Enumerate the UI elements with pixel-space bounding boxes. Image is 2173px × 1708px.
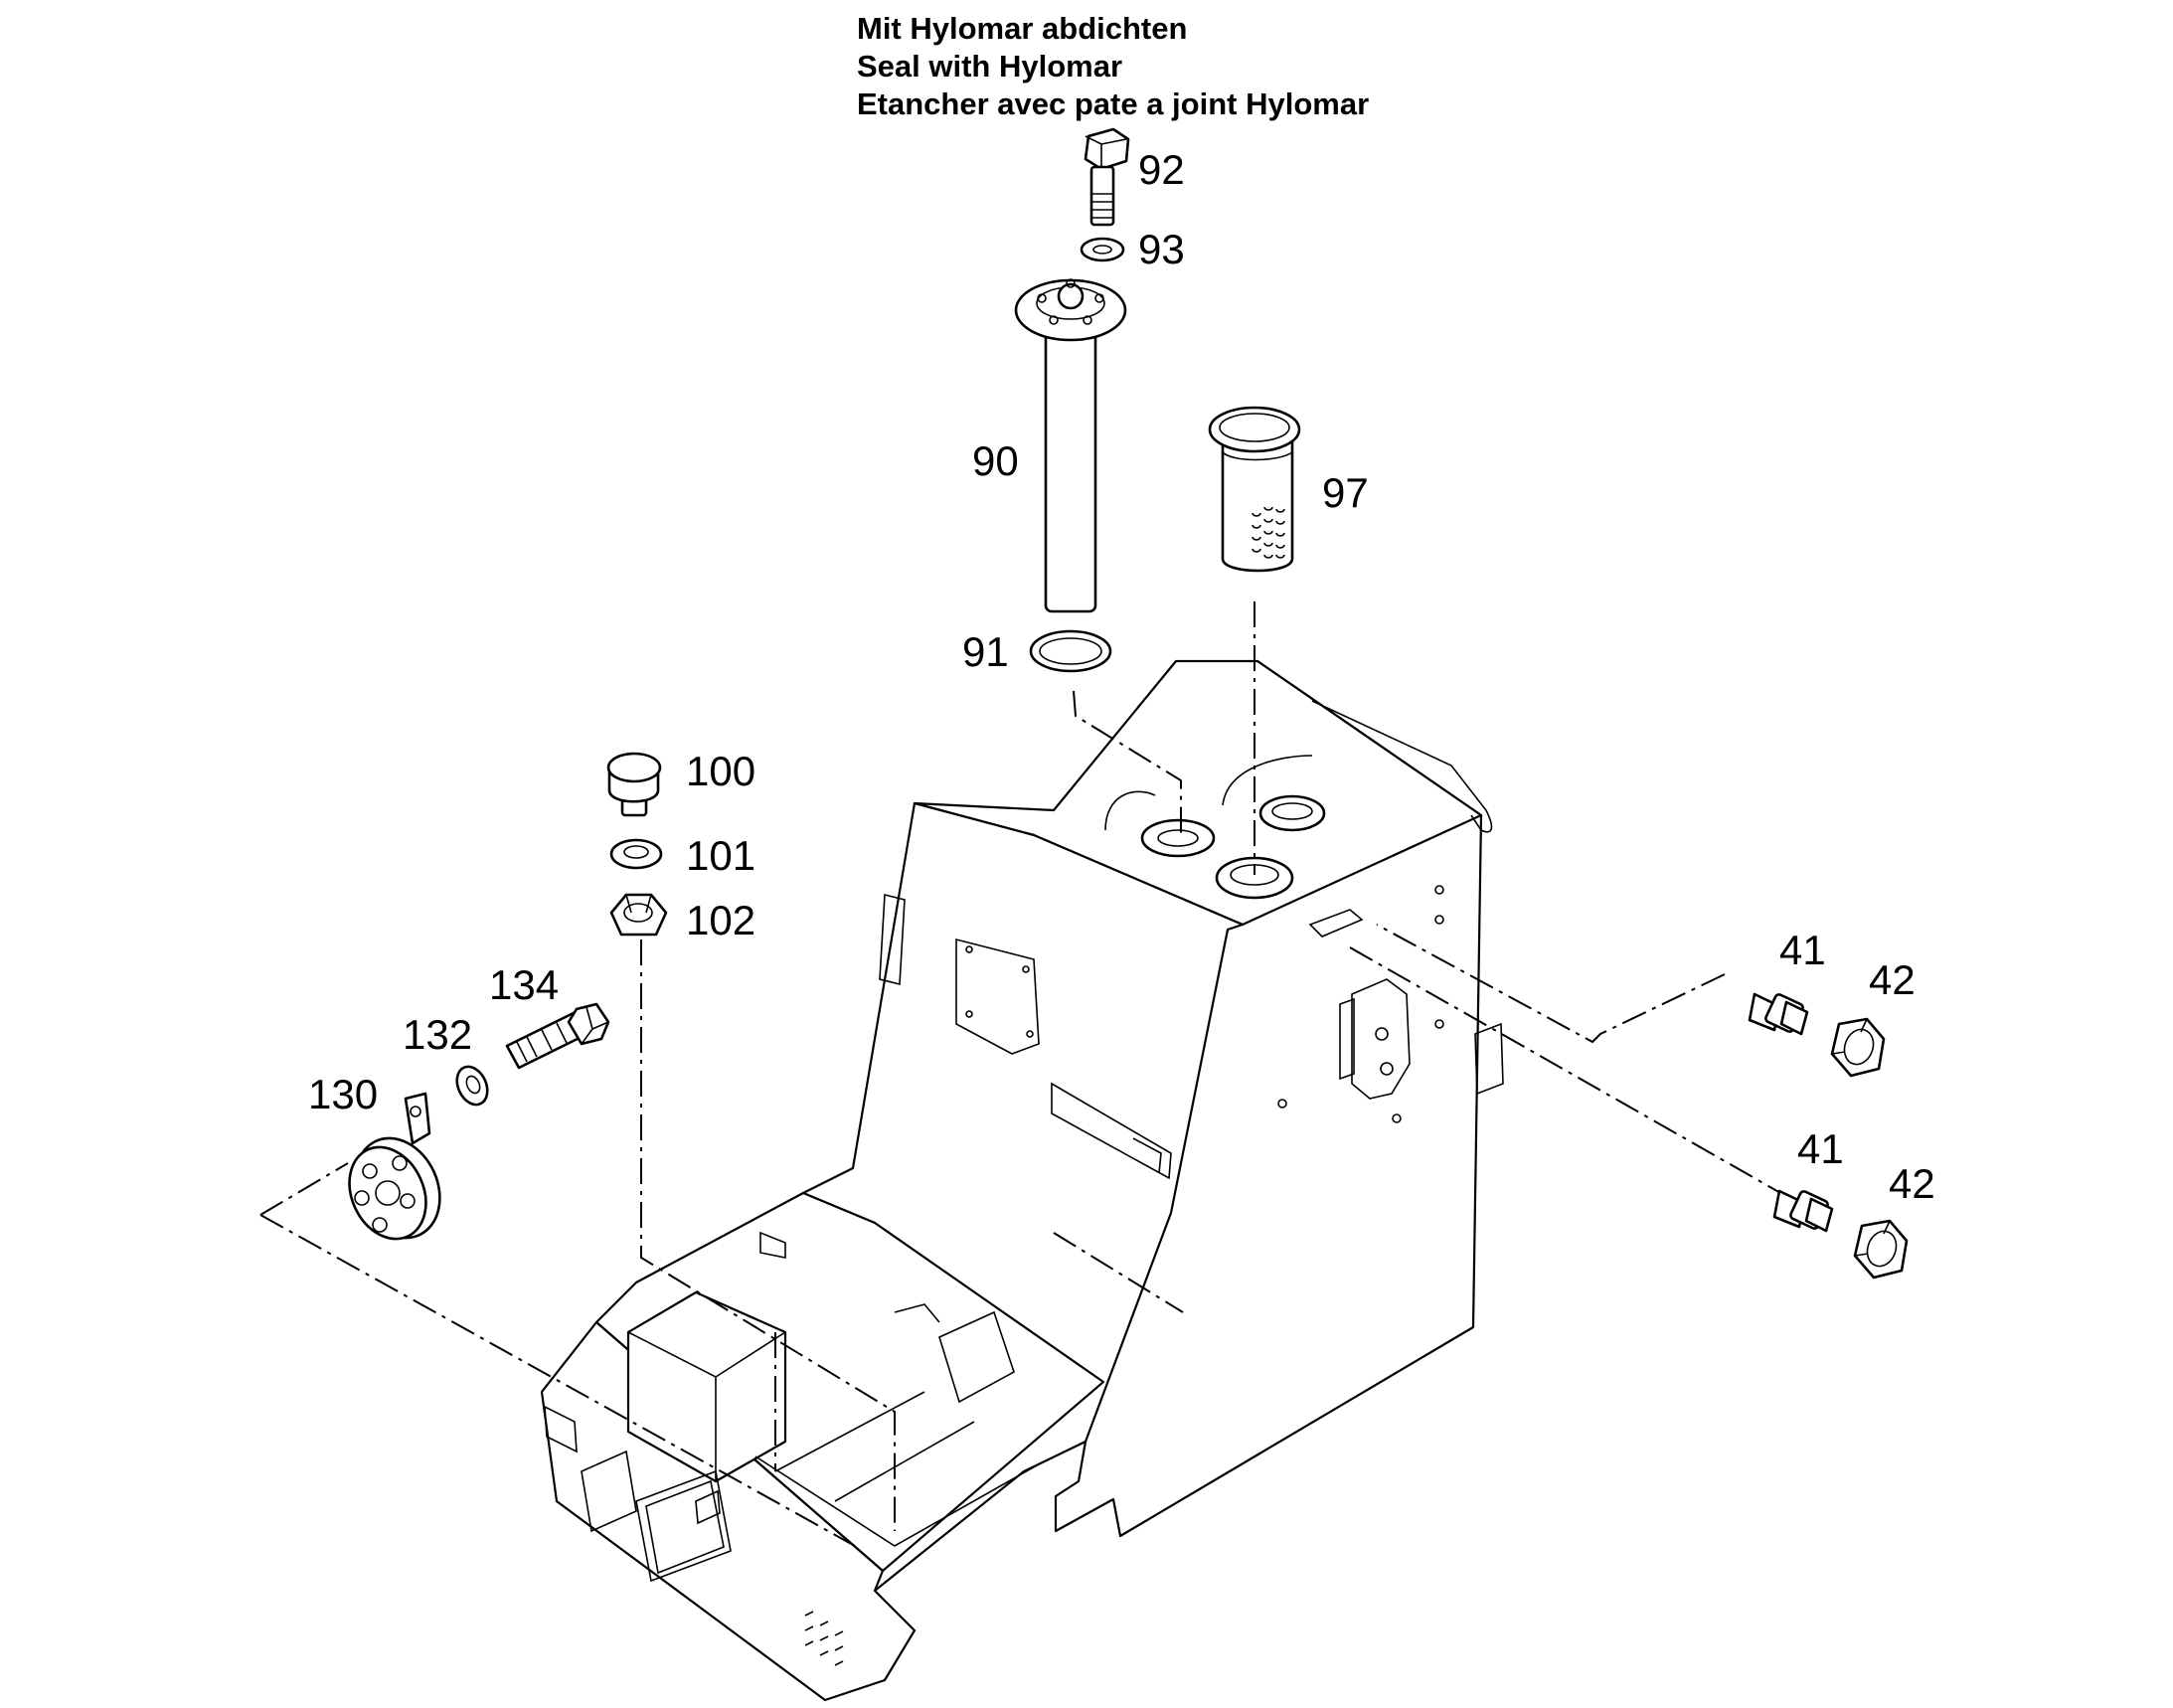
horn-130 (348, 1092, 441, 1241)
callout-90: 90 (972, 437, 1019, 484)
callout-102: 102 (686, 897, 755, 943)
filler-neck-opening (1140, 818, 1216, 858)
sender-bracket (1339, 978, 1411, 1100)
vent-grille (804, 1611, 844, 1666)
bolt-92 (1084, 127, 1130, 227)
callout-97: 97 (1322, 469, 1369, 516)
strainer-mesh (1252, 506, 1285, 559)
mount-plate (955, 938, 1040, 1055)
note-english: Seal with Hylomar (857, 49, 1123, 84)
fitting-41-lower (1772, 1189, 1834, 1233)
leader-lines (259, 601, 1790, 1547)
tank-housing (540, 659, 1504, 1702)
callout-91: 91 (962, 628, 1009, 675)
bolt-134 (505, 1002, 610, 1070)
washer-132 (455, 1065, 489, 1107)
washer-101 (609, 838, 663, 870)
callout-93: 93 (1138, 226, 1185, 272)
callout-41-upper: 41 (1779, 927, 1826, 973)
callout-134: 134 (489, 961, 559, 1008)
callout-130: 130 (308, 1071, 378, 1117)
note-french: Etancher avec pate a joint Hylomar (857, 86, 1370, 121)
callout-101: 101 (686, 832, 755, 879)
plug-100 (606, 752, 662, 817)
nut-102 (609, 893, 668, 937)
callout-42-lower: 42 (1889, 1160, 1935, 1207)
nut-42-lower (1853, 1219, 1909, 1280)
washer-93 (1080, 237, 1125, 262)
tray-box (626, 1290, 787, 1483)
note-german: Mit Hylomar abdichten (857, 11, 1188, 46)
tank-handle (1311, 700, 1493, 833)
strainer-97 (1208, 406, 1301, 573)
callout-42-upper: 42 (1869, 956, 1916, 1003)
callout-92: 92 (1138, 146, 1185, 193)
sender-tube-90 (1014, 278, 1127, 613)
nut-42-upper (1830, 1017, 1886, 1078)
callout-100: 100 (686, 748, 755, 794)
callout-numbers: 92 93 90 97 91 100 101 102 134 132 130 4… (308, 146, 1935, 1207)
oring-91 (1029, 629, 1112, 673)
callout-132: 132 (403, 1011, 472, 1058)
fitting-41-upper (1748, 992, 1809, 1036)
callout-41-lower: 41 (1797, 1125, 1844, 1172)
